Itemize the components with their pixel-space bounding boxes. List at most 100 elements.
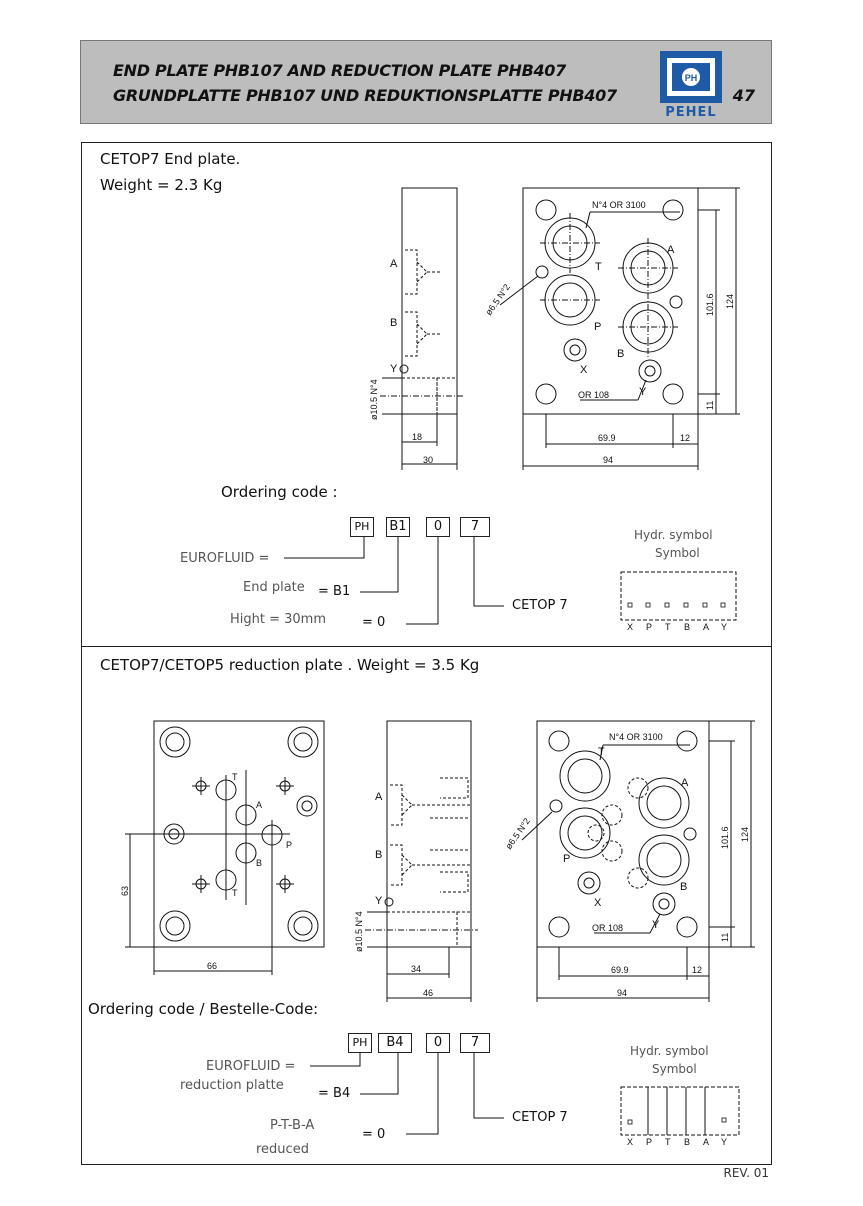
reduction-plate-side-view [365,720,478,1002]
page-number: 47 [732,86,755,105]
dim-bore: ø10.5 N°4 [369,379,379,420]
title-english: END PLATE PHB107 AND REDUCTION PLATE PHB… [113,61,566,80]
dim-12-2: 12 [692,965,702,975]
or-3100-label-2: N°4 OR 3100 [609,732,663,742]
hydraulic-ports-1 [627,602,726,608]
or-3100-label: N°4 OR 3100 [592,200,646,210]
port-label-b: B [390,317,397,329]
dim-30: 30 [423,455,433,465]
top-port-t: T [232,772,238,782]
ordering-connectors-2 [310,1053,504,1135]
dim-101-6-2: 101.6 [720,826,730,849]
front-port-x: X [594,897,602,909]
port-label-y: Y [390,363,398,375]
hydr-port-x: X [627,622,633,632]
port-label-x: X [580,364,588,376]
dim-69-9: 69.9 [598,433,616,443]
symbol-label: Symbol [655,546,700,560]
logo-text: PEHEL [665,105,717,120]
section2-title: CETOP7/CETOP5 reduction plate . Weight =… [100,656,480,674]
front-port-a: A [681,777,689,789]
hydr-symbol-label-2: Hydr. symbol [630,1044,709,1058]
hydr2-port-t: T [665,1137,671,1147]
reduction-plate-top-view [125,720,325,975]
hight-value: = 0 [362,615,386,630]
code-box-0: 0 [426,517,450,537]
port-label-y-front: Y [639,386,647,398]
eurofluid-label: EUROFLUID = [180,551,270,566]
section1-ordering-label: Ordering code : [221,483,338,501]
top-port-t2: T [232,888,238,898]
section1-title: CETOP7 End plate. [100,150,241,168]
eurofluid-label-2: EUROFLUID = [206,1059,296,1074]
reduction-plate-front-view [521,720,755,1002]
ptba-label: P-T-B-A [270,1118,315,1133]
front-port-p: P [563,853,570,865]
cetop-label: CETOP 7 [512,598,568,613]
top-port-a: A [256,800,262,810]
ptba-value: = 0 [362,1127,386,1142]
reduction-plate-panel [81,646,772,1165]
title-german: GRUNDPLATTE PHB107 UND REDUKTIONSPLATTE … [113,86,617,105]
end-plate-front-view [499,187,740,470]
dim-124-2: 124 [740,827,750,842]
hydr-port-p: P [646,622,652,632]
hydr2-port-y: Y [721,1137,727,1147]
code-box-ph-2: PH [348,1033,372,1053]
dim-101-6: 101.6 [705,293,715,316]
dim-34: 34 [411,964,421,974]
port-label-t: T [595,261,602,273]
code-box-b4: B4 [378,1033,412,1053]
port-label-a: A [390,258,398,270]
code-box-ph: PH [350,517,374,537]
dim-94-2: 94 [617,988,627,998]
hydr-port-t: T [665,622,671,632]
side-port-b: B [375,849,382,861]
hight-label: Hight = 30mm [230,612,327,627]
reduction-platte-label: reduction platte [180,1078,284,1093]
logo-initials: PH [685,73,698,83]
dim-46: 46 [423,988,433,998]
symbol-label-2: Symbol [652,1062,697,1076]
port-label-a-front: A [667,244,675,256]
section1-weight: Weight = 2.3 Kg [100,176,223,194]
end-plate-side-view [380,187,463,470]
dim-12: 12 [680,433,690,443]
hydr2-port-b: B [684,1137,690,1147]
dim-bore-2: ø10.5 N°4 [354,911,364,952]
section1-drawing-labels: A B Y 18 30 ø10.5 N°4 N°4 OR 3100 OR 108… [369,200,735,632]
dim-124: 124 [725,294,735,309]
revision-label: REV. 01 [723,1166,769,1180]
hydr-port-a: A [703,622,709,632]
port-label-b-front: B [617,348,624,360]
hydr-port-b: B [684,622,690,632]
ordering-connectors-1 [284,537,504,625]
page-header: END PLATE PHB107 AND REDUCTION PLATE PHB… [80,40,772,124]
cetop-label-2: CETOP 7 [512,1110,568,1125]
section2-drawing-labels: T A P B T 63 66 A B Y ø10.5 N°4 34 46 N°… [120,732,750,1147]
hydr-symbol-label: Hydr. symbol [634,528,713,542]
hydr2-port-p: P [646,1137,652,1147]
dim-11-2: 11 [720,933,730,942]
code-box-7-2: 7 [460,1033,490,1053]
hydraulic-symbol-2 [620,1086,740,1136]
hydr2-port-x: X [627,1137,633,1147]
top-port-b: B [256,858,262,868]
dim-11: 11 [705,401,715,410]
port-label-p: P [594,321,601,333]
side-port-y: Y [375,895,383,907]
dim-63: 63 [120,886,130,896]
side-port-a: A [375,791,383,803]
pehel-logo: PH PEHEL [658,49,724,121]
hydr-port-y: Y [721,622,727,632]
dim-69-9-2: 69.9 [611,965,629,975]
dim-66: 66 [207,961,217,971]
end-plate-value: = B1 [318,584,351,599]
hydr2-port-a: A [703,1137,709,1147]
dim-18: 18 [412,432,422,442]
front-port-y: Y [652,919,660,931]
dim-94: 94 [603,455,613,465]
hydraulic-symbol-1 [620,571,737,621]
code-box-0-2: 0 [426,1033,450,1053]
